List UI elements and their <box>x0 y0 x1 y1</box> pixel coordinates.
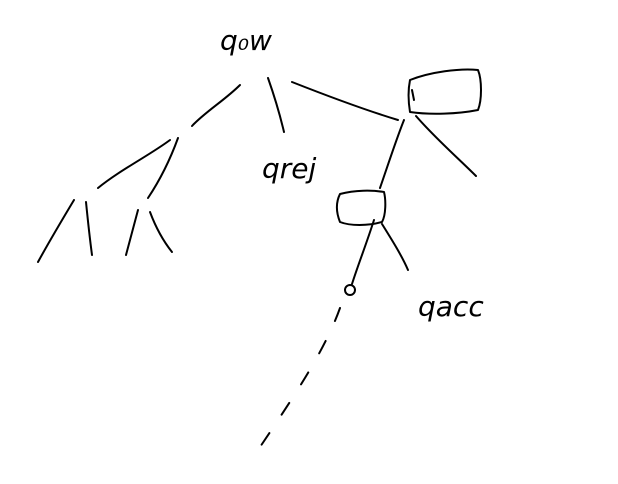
left-leaf-1 <box>37 199 75 263</box>
small-node-circle <box>344 284 356 296</box>
accept-state-label: qacc <box>418 290 484 323</box>
root-right-edge <box>291 81 399 121</box>
middle-to-node-edge <box>351 219 375 285</box>
box-pointer-mark <box>411 89 415 101</box>
root-config-label: q₀w <box>220 24 272 57</box>
box-to-middle-edge <box>379 119 405 189</box>
top-right-config-box <box>407 68 482 115</box>
left-branch-edge-a <box>97 139 171 189</box>
left-leaf-2 <box>85 201 93 256</box>
reject-state-label: qrej <box>262 152 317 185</box>
root-left-edge <box>191 84 241 127</box>
middle-to-accept-edge <box>381 223 409 271</box>
root-middle-edge <box>267 77 285 133</box>
left-branch-edge-b <box>147 137 179 199</box>
left-leaf-4 <box>149 211 173 253</box>
left-leaf-3 <box>125 209 139 256</box>
dashed-continuation-line <box>257 307 341 451</box>
middle-config-box <box>336 189 387 226</box>
box-to-right-edge <box>415 115 477 177</box>
